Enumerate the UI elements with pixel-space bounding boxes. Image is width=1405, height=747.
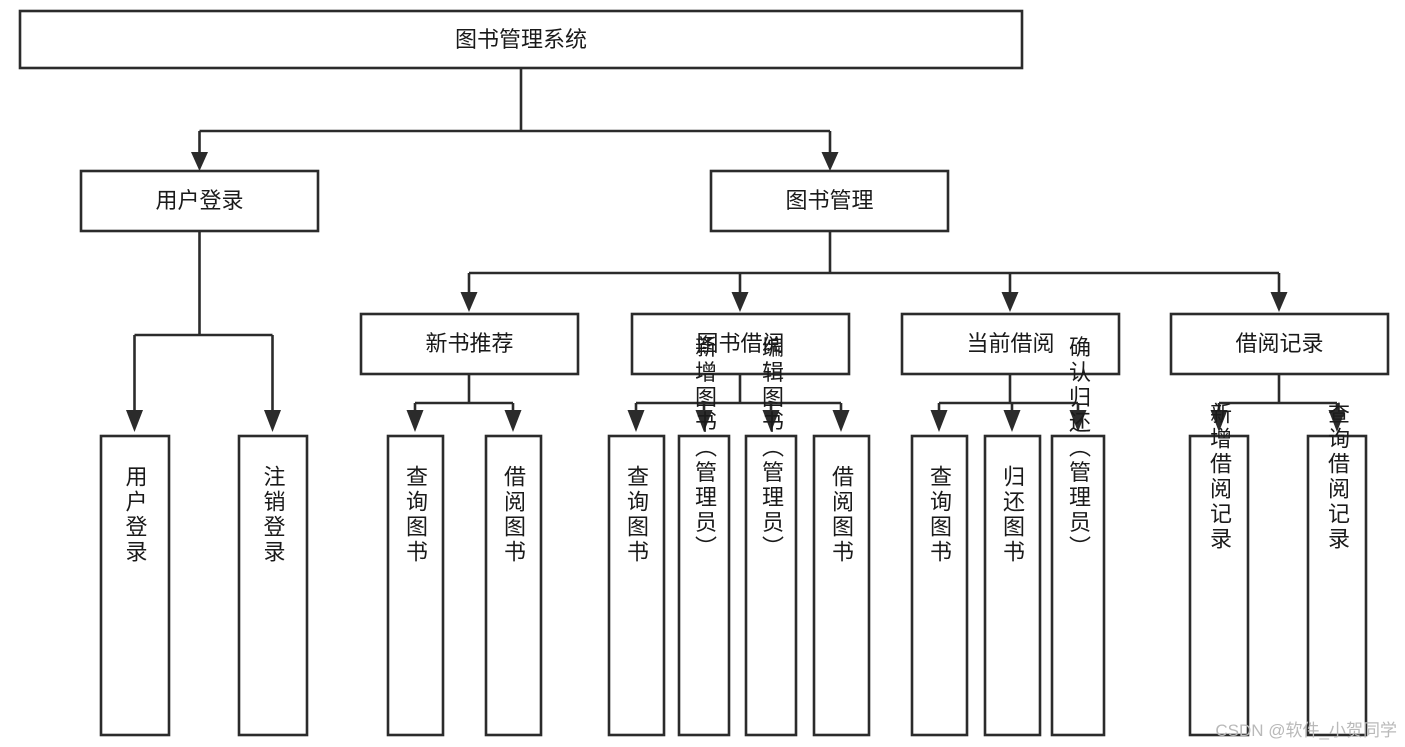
node-leaf-rec-query-book[interactable]: 查询图书	[386, 434, 445, 737]
arrowhead-borrow-record	[1270, 292, 1288, 312]
node-leaf-edit-book-admin[interactable]: 编辑图书（管理员）	[744, 336, 798, 737]
node-leaf-return-book[interactable]: 归还图书	[983, 434, 1042, 737]
node-leaf-user-login-label: 用户登录	[123, 465, 148, 565]
node-leaf-query-borrow-record-box	[1306, 434, 1368, 737]
node-leaf-confirm-return-admin-box	[1050, 434, 1106, 737]
node-leaf-return-book-label: 归还图书	[1000, 465, 1025, 565]
node-leaf-borrow-book[interactable]: 借阅图书	[812, 434, 871, 737]
node-leaf-cur-query-book-box	[910, 434, 969, 737]
node-book-manage-box	[709, 169, 950, 233]
arrowhead-book-manage	[821, 152, 839, 171]
node-leaf-add-book-admin-box	[677, 434, 731, 737]
node-leaf-user-login[interactable]: 用户登录	[99, 434, 171, 737]
node-leaf-query-borrow-record[interactable]: 查询借阅记录	[1306, 402, 1368, 737]
node-leaf-rec-query-book-label: 查询图书	[403, 465, 428, 565]
node-leaf-borrow-query-book[interactable]: 查询图书	[607, 434, 666, 737]
arrowhead-new-book-rec	[460, 292, 478, 312]
node-leaf-user-logout-box	[237, 434, 309, 737]
arrowhead-edit-book-admin	[762, 410, 780, 432]
node-leaf-rec-borrow-book-box	[484, 434, 543, 737]
node-leaf-user-logout-label: 注销登录	[261, 465, 286, 565]
node-leaf-confirm-return-admin[interactable]: 确认归还（管理员）	[1050, 336, 1106, 737]
node-leaf-cur-query-book[interactable]: 查询图书	[910, 434, 969, 737]
arrowhead-query-borrow-record	[1328, 410, 1346, 432]
node-book-manage[interactable]: 图书管理	[709, 169, 950, 233]
node-user-login[interactable]: 用户登录	[79, 169, 320, 233]
node-current-borrow-label: 当前借阅	[966, 331, 1054, 356]
arrowhead-add-book-admin	[695, 410, 713, 432]
node-new-book-rec-label: 新书推荐	[425, 331, 513, 356]
arrowhead-user-login	[191, 152, 208, 171]
node-leaf-add-borrow-record[interactable]: 新增借阅记录	[1188, 402, 1250, 737]
node-leaf-cur-query-book-label: 查询图书	[927, 465, 952, 565]
node-leaf-add-borrow-record-label: 新增借阅记录	[1207, 402, 1232, 552]
node-leaf-borrow-query-book-label: 查询图书	[624, 465, 649, 565]
arrowhead-confirm-return-admin	[1069, 410, 1087, 432]
node-root-label: 图书管理系统	[455, 27, 587, 52]
node-current-borrow[interactable]: 当前借阅	[900, 312, 1121, 376]
node-root-box	[18, 9, 1024, 70]
arrowhead-book-borrow	[731, 292, 749, 312]
node-leaf-borrow-book-box	[812, 434, 871, 737]
arrowhead-cur-query-book	[930, 410, 948, 432]
node-leaf-query-borrow-record-label: 查询借阅记录	[1325, 402, 1350, 552]
node-book-borrow[interactable]: 图书借阅	[630, 312, 851, 376]
node-leaf-add-book-admin[interactable]: 新增图书（管理员）	[677, 336, 731, 737]
node-borrow-record-label: 借阅记录	[1235, 331, 1323, 356]
node-root[interactable]: 图书管理系统	[18, 9, 1024, 70]
node-leaf-borrow-book-label: 借阅图书	[829, 465, 854, 565]
node-leaf-edit-book-admin-box	[744, 434, 798, 737]
node-user-login-box	[79, 169, 320, 233]
arrowhead-rec-query-book	[406, 410, 424, 432]
arrowhead-borrow-query-book	[627, 410, 645, 432]
node-leaf-user-login-box	[99, 434, 171, 737]
arrowhead-return-book	[1003, 410, 1021, 432]
node-leaf-confirm-return-admin-label: 确认归还（管理员）	[1066, 336, 1091, 561]
node-user-login-label: 用户登录	[155, 188, 243, 213]
arrowhead-borrow-book	[832, 410, 850, 432]
node-leaf-return-book-box	[983, 434, 1042, 737]
node-leaf-add-book-admin-label: 新增图书（管理员）	[692, 336, 717, 561]
node-leaf-edit-book-admin-label: 编辑图书（管理员）	[759, 336, 784, 561]
node-current-borrow-box	[900, 312, 1121, 376]
arrowhead-leaf-user-logout	[264, 410, 281, 432]
node-leaf-user-logout[interactable]: 注销登录	[237, 434, 309, 737]
arrowhead-rec-borrow-book	[504, 410, 522, 432]
node-leaf-rec-borrow-book[interactable]: 借阅图书	[484, 434, 543, 737]
node-new-book-rec-box	[359, 312, 580, 376]
arrowhead-leaf-user-login	[126, 410, 143, 432]
csdn-watermark: CSDN @软件_小贺同学	[1215, 721, 1397, 740]
arrowhead-current-borrow	[1001, 292, 1019, 312]
node-book-manage-label: 图书管理	[785, 188, 873, 213]
node-book-borrow-label: 图书借阅	[696, 331, 784, 356]
node-book-borrow-box	[630, 312, 851, 376]
arrowhead-add-borrow-record	[1210, 410, 1228, 432]
node-leaf-borrow-query-book-box	[607, 434, 666, 737]
node-borrow-record[interactable]: 借阅记录	[1169, 312, 1390, 376]
node-new-book-rec[interactable]: 新书推荐	[359, 312, 580, 376]
node-leaf-add-borrow-record-box	[1188, 434, 1250, 737]
node-leaf-rec-borrow-book-label: 借阅图书	[501, 465, 526, 565]
connector-layer	[126, 68, 1346, 432]
node-leaf-rec-query-book-box	[386, 434, 445, 737]
node-borrow-record-box	[1169, 312, 1390, 376]
